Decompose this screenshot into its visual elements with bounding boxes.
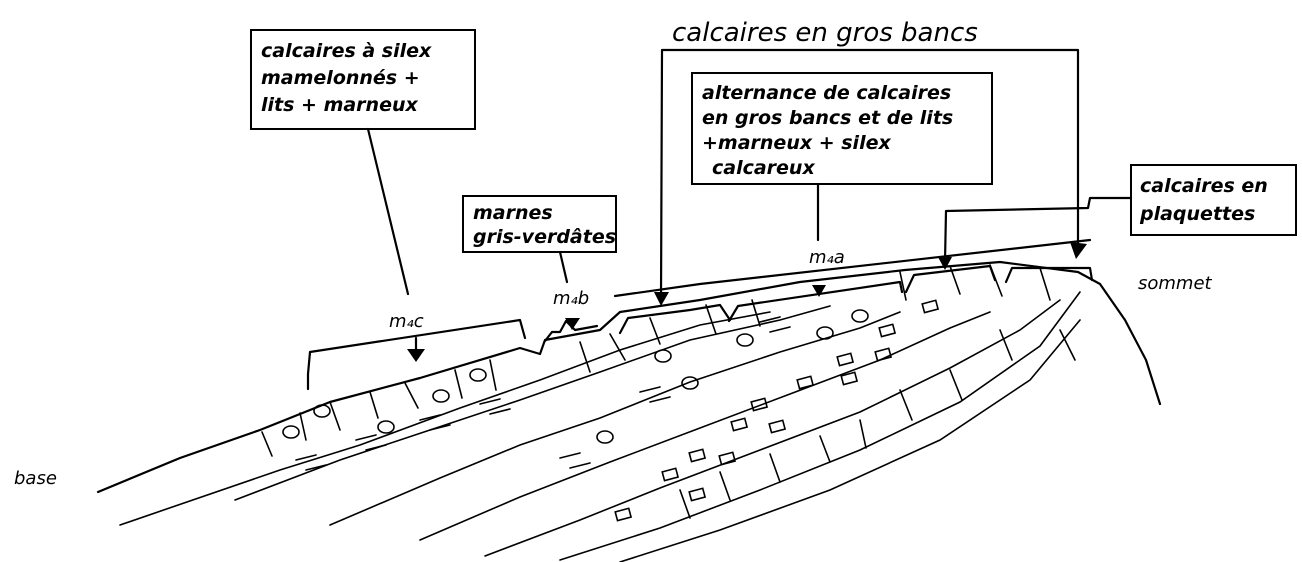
label-m4a: m₄a [809, 247, 845, 268]
bed-joints [261, 264, 1076, 519]
plaquettes-line-2: plaquettes [1139, 203, 1255, 225]
stratum-line-4 [419, 311, 991, 541]
ground-surface-profile [96, 260, 1162, 494]
stratum-line-6 [559, 291, 1081, 561]
m4c-arrowhead [407, 349, 425, 362]
m4b-arrowhead [565, 318, 580, 330]
gros-bancs-bracket [659, 48, 1080, 301]
stratum-line-1 [119, 311, 771, 526]
m4a-bracket-3 [904, 264, 997, 294]
alternance-line-3: +marneux + silex [702, 132, 891, 154]
box-marnes: marnes gris-verdâtes [462, 195, 617, 253]
label-sommet: sommet [1138, 273, 1213, 294]
m4a-arrowhead [812, 285, 826, 297]
m4b-bracket [543, 319, 599, 343]
gros-bancs-right-arrowhead [1070, 242, 1087, 259]
alternance-line-1: alternance de calcaires [702, 82, 951, 104]
plaquettes-line-1: calcaires en [1140, 175, 1268, 197]
marnes-line-1: marnes [473, 202, 553, 224]
plate-blocks [614, 299, 940, 522]
alternance-line-2: en gros bancs et de lits [702, 107, 953, 129]
m4c-bracket [306, 318, 527, 391]
marnes-line-2: gris-verdâtes [473, 226, 616, 248]
silex-line-3: lits + marneux [261, 94, 418, 116]
label-m4c: m₄c [389, 311, 424, 332]
silex-nodules [282, 309, 869, 444]
marl-dashes [295, 316, 791, 471]
silex-line-1: calcaires à silex [261, 40, 432, 62]
stratum-line-3 [329, 311, 901, 526]
box-alternance: alternance de calcaires en gros bancs et… [691, 72, 993, 185]
gros-bancs-left-arrowhead [654, 292, 669, 306]
silex-line-2: mamelonnés + [261, 67, 420, 89]
box-calcaires-silex: calcaires à silex mamelonnés + lits + ma… [250, 29, 476, 130]
alternance-line-4: calcareux [712, 157, 815, 179]
label-m4b: m₄b [553, 288, 589, 309]
plaquettes-leader-line [943, 196, 1133, 264]
label-base: base [14, 468, 57, 489]
m4a-bracket-1 [618, 303, 732, 335]
stratum-line-2 [234, 305, 831, 501]
upper-surface-line [613, 238, 1092, 298]
title-calcaires-gros-bancs: calcaires en gros bancs [672, 18, 978, 48]
stratum-line-5 [484, 299, 1061, 557]
silex-leader-line [366, 127, 410, 296]
box-plaquettes: calcaires en plaquettes [1130, 164, 1297, 236]
sommet-bracket [1004, 266, 1094, 284]
marnes-leader-line [558, 250, 569, 284]
plaquettes-arrowhead [938, 257, 952, 270]
stratum-line-7 [619, 319, 1081, 562]
strata-layers [119, 291, 1081, 562]
